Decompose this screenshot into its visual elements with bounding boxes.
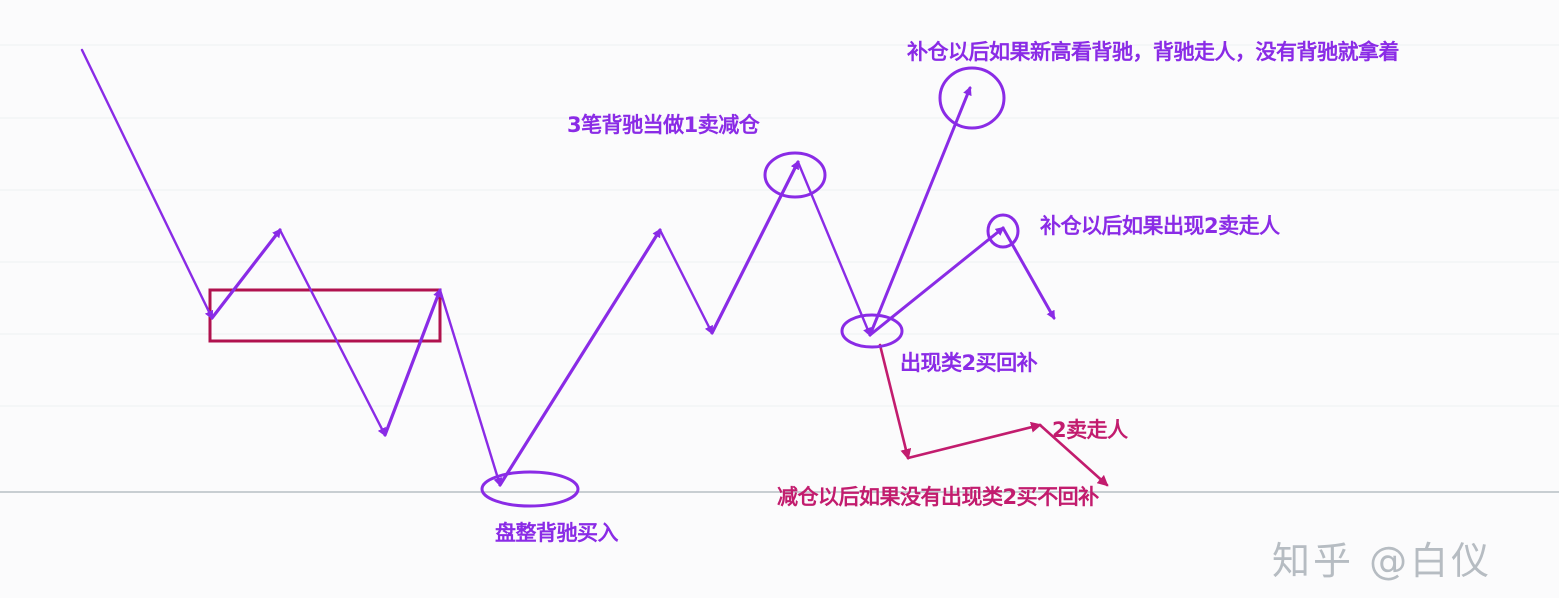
annotation-three-stroke-divergence: 3笔背驰当做1卖减仓 — [567, 113, 760, 137]
consolidation-divergence-buy-circle — [480, 470, 580, 508]
second-sell-circle — [986, 213, 1020, 249]
wave-stroke-arrow — [710, 160, 800, 335]
wave-stroke-arrow — [278, 228, 387, 437]
wave-stroke-arrow — [80, 48, 214, 320]
wave-stroke-arrow — [438, 288, 503, 487]
three-stroke-divergence-circle — [763, 151, 827, 199]
annotation-reduce-no-rebuy: 减仓以后如果没有出现类2买不回补 — [777, 485, 1099, 509]
annotation-class2-buy-rebuy: 出现类2买回补 — [900, 351, 1038, 375]
highlight-circles — [480, 66, 1020, 508]
wave-stroke-arrow — [796, 160, 872, 337]
faint-gridlines — [0, 44, 1559, 407]
new-high-branch-arrow — [868, 86, 972, 337]
branch-paths — [868, 86, 1109, 487]
main-wave-path — [80, 48, 872, 487]
new-high-circle — [938, 66, 1006, 130]
wave-stroke-arrow — [210, 228, 282, 320]
reduce-no-rebuy-branch-arrow — [878, 343, 912, 460]
annotation-sell2-exit: 2卖走人 — [1052, 418, 1128, 442]
reduce-no-rebuy-branch-arrow — [1038, 423, 1109, 487]
reduce-no-rebuy-branch-arrow — [906, 421, 1042, 460]
zhihu-watermark: 知乎 @白仪 — [1272, 539, 1493, 583]
second-sell-branch-arrow — [1001, 226, 1056, 320]
class2-buy-circle — [840, 313, 904, 349]
wave-stroke-arrow — [658, 228, 714, 335]
annotation-new-high-divergence: 补仓以后如果新高看背驰，背驰走人，没有背驰就拿着 — [907, 40, 1400, 64]
annotation-consolidation-divergence-buy: 盘整背驰买入 — [495, 521, 619, 545]
wave-stroke-arrow — [498, 228, 662, 487]
wave-stroke-arrow — [383, 288, 442, 437]
annotation-second-sell-exit: 补仓以后如果出现2卖走人 — [1040, 214, 1280, 238]
second-sell-branch-arrow — [868, 226, 1005, 337]
